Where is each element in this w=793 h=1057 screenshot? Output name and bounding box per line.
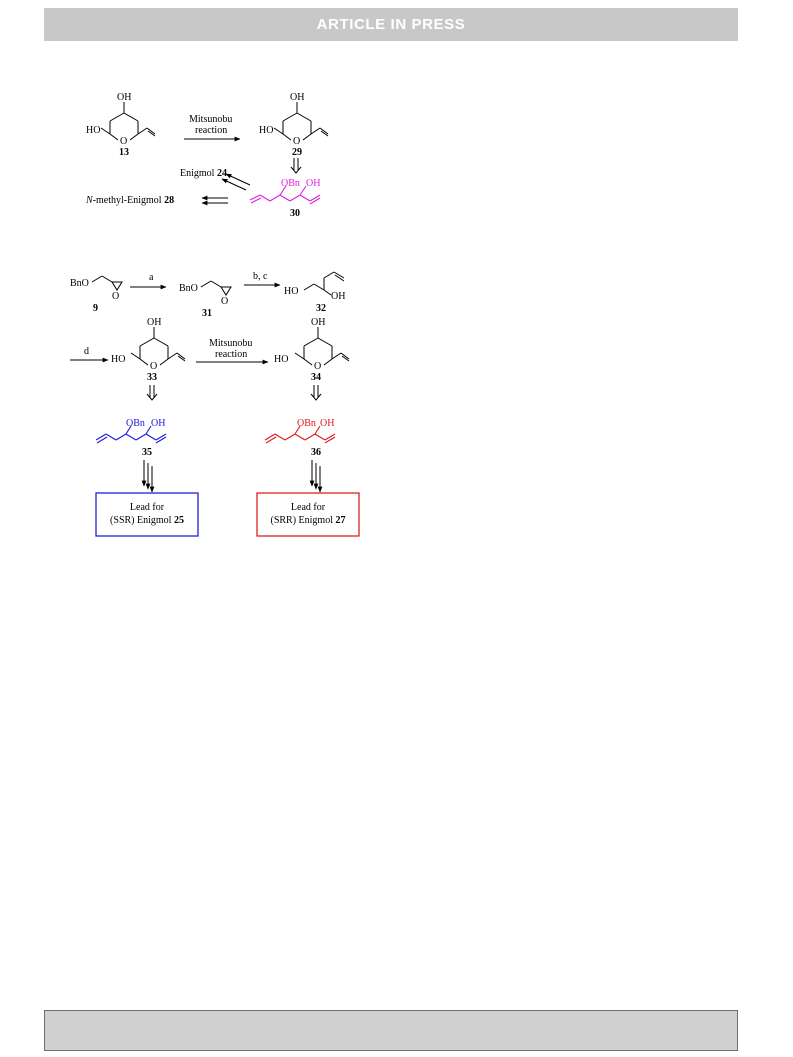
enigmol-24-label: Enigmol 24: [180, 168, 227, 179]
c35-oh: OH: [151, 418, 165, 429]
step-d-label: d: [84, 346, 89, 357]
step-bc-label: b, c: [253, 271, 268, 282]
c9-bno: BnO: [70, 278, 89, 289]
compound-32-structure: [303, 271, 345, 296]
c29-oh: OH: [290, 92, 304, 103]
arrow-to-enigmol-24: [221, 173, 251, 191]
c34-ring-o: O: [314, 361, 321, 372]
c29-ho: HO: [259, 125, 273, 136]
c29-ring-o: O: [293, 136, 300, 147]
c30-oh: OH: [306, 178, 320, 189]
compound-30-number: 30: [290, 208, 300, 219]
multistep-arrow-35: [141, 460, 155, 493]
c9-o: O: [112, 291, 119, 302]
lead-box-srr-line1: Lead for: [291, 502, 326, 513]
footer-bar: [44, 1010, 738, 1051]
lead-box-ssr: [95, 492, 199, 537]
c34-oh: OH: [311, 317, 325, 328]
compound-35-number: 35: [142, 447, 152, 458]
c35-obn: OBn: [126, 418, 145, 429]
c13-ho: HO: [86, 125, 100, 136]
retro-arrow-33-35: [146, 385, 158, 401]
compound-31-number: 31: [202, 308, 212, 319]
compound-30-structure: [249, 185, 321, 205]
compound-33-structure: [130, 327, 186, 366]
step-a-label: a: [149, 272, 154, 283]
article-in-press-banner: ARTICLE IN PRESS: [44, 8, 738, 41]
multistep-arrow-36: [309, 460, 323, 493]
c33-oh: OH: [147, 317, 161, 328]
reaction-scheme: OH HO O 13 Mitsunobu reaction OH HO O 29: [70, 92, 360, 537]
lead-box-ssr-line2: (SSR) Enigmol 25: [110, 515, 184, 526]
compound-36-structure: [264, 425, 336, 444]
c13-ring-o: O: [120, 136, 127, 147]
n-methyl-enigmol-28-label: N-methyl-Enigmol 28: [85, 195, 174, 206]
c32-ho: HO: [284, 286, 298, 297]
c36-oh: OH: [320, 418, 334, 429]
c31-o: O: [221, 296, 228, 307]
compound-13-structure: [100, 102, 156, 141]
c34-ho: HO: [274, 354, 288, 365]
compound-36-number: 36: [311, 447, 321, 458]
compound-34-structure: [294, 327, 350, 366]
c13-oh: OH: [117, 92, 131, 103]
compound-13-number: 13: [119, 147, 129, 158]
compound-31-structure: [200, 280, 232, 296]
c30-obn: OBn: [281, 178, 300, 189]
c36-obn: OBn: [297, 418, 316, 429]
compound-9-number: 9: [93, 303, 98, 314]
c33-ho: HO: [111, 354, 125, 365]
compound-29-number: 29: [292, 147, 302, 158]
lead-box-ssr-line1: Lead for: [130, 502, 165, 513]
retro-arrow-29-30: [290, 158, 302, 174]
mitsunobu-label-1b: reaction: [195, 125, 227, 136]
retro-arrow-34-36: [310, 385, 322, 401]
compound-29-structure: [273, 102, 329, 141]
compound-33-number: 33: [147, 372, 157, 383]
banner-text: ARTICLE IN PRESS: [316, 16, 466, 33]
compound-34-number: 34: [311, 372, 321, 383]
compound-9-structure: [91, 275, 123, 291]
mitsunobu-label-1a: Mitsunobu: [189, 114, 232, 125]
lead-box-srr: [256, 492, 360, 537]
mitsunobu-label-2a: Mitsunobu: [209, 338, 252, 349]
arrow-to-n-methyl-enigmol-28: [201, 195, 228, 206]
compound-32-number: 32: [316, 303, 326, 314]
c32-oh: OH: [331, 291, 345, 302]
mitsunobu-label-2b: reaction: [215, 349, 247, 360]
c31-bno: BnO: [179, 283, 198, 294]
lead-box-srr-line2: (SRR) Enigmol 27: [270, 515, 345, 526]
c33-ring-o: O: [150, 361, 157, 372]
compound-35-structure: [95, 425, 167, 444]
